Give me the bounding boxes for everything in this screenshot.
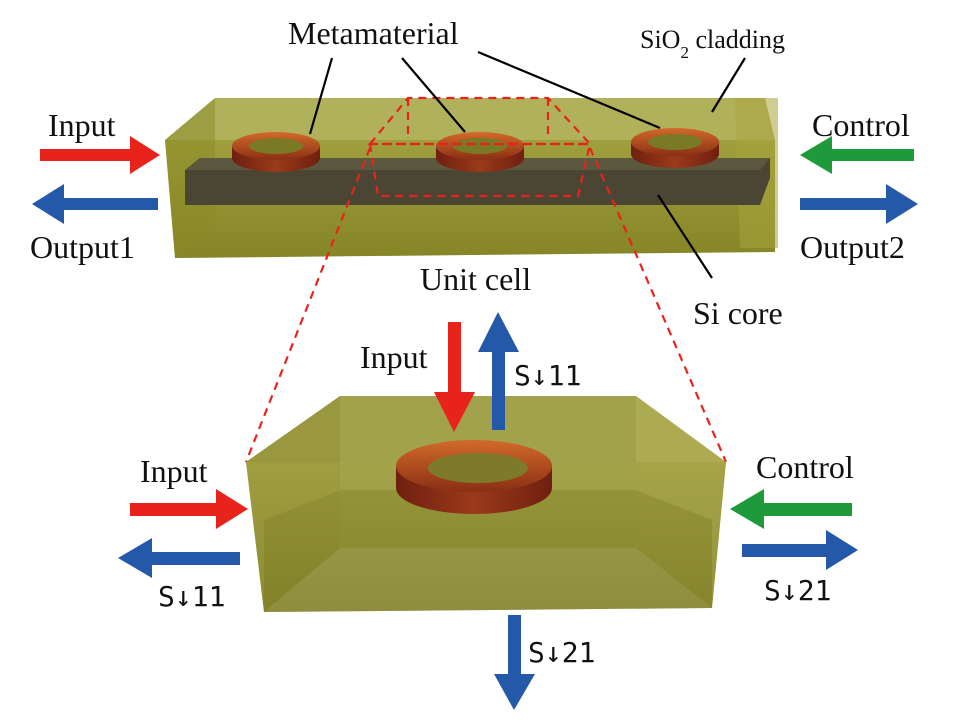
uc-s11-top-label: S↓11 (514, 359, 581, 392)
top-output1-label: Output1 (30, 229, 135, 265)
top-output1-arrow (32, 184, 158, 224)
uc-s11-left-arrow (118, 538, 240, 578)
leader-lines (308, 50, 746, 279)
uc-s21-bottom-label: S↓21 (528, 636, 595, 669)
uc-s21-down-arrow (494, 615, 535, 710)
uc-control-arrow (730, 489, 852, 529)
top-control-arrow (800, 136, 914, 174)
uc-s11-left-label: S↓11 (158, 580, 225, 613)
ring-3 (631, 128, 719, 168)
top-output2-label: Output2 (800, 229, 905, 265)
zoom-lines (244, 147, 728, 463)
sio2-cladding-label: SiO2 cladding (640, 25, 785, 62)
unit-cell-title: Unit cell (420, 261, 531, 297)
uc-s21-right-arrow (742, 530, 858, 570)
top-control-label: Control (812, 107, 910, 143)
uc-control-label: Control (756, 449, 854, 485)
unit-cell-front-face (246, 462, 726, 612)
top-input-arrow (40, 136, 160, 174)
unit-cell-outline (367, 96, 593, 198)
uc-input-down-arrow (434, 322, 475, 432)
uc-s21-right-label: S↓21 (764, 574, 831, 607)
uc-s11-up-arrow (478, 312, 519, 430)
top-input-label: Input (48, 107, 116, 143)
ring-2 (436, 132, 524, 172)
top-output2-arrow (800, 184, 918, 224)
si-core-label: Si core (693, 295, 783, 331)
unit-cell-box (246, 396, 726, 612)
uc-input-left-label: Input (140, 453, 208, 489)
ring-1 (232, 132, 320, 172)
uc-input-right-arrow (130, 489, 248, 529)
top-waveguide (165, 96, 778, 258)
unit-cell-ring (396, 440, 552, 514)
metamaterial-label: Metamaterial (288, 15, 459, 51)
uc-input-top-label: Input (360, 339, 428, 375)
